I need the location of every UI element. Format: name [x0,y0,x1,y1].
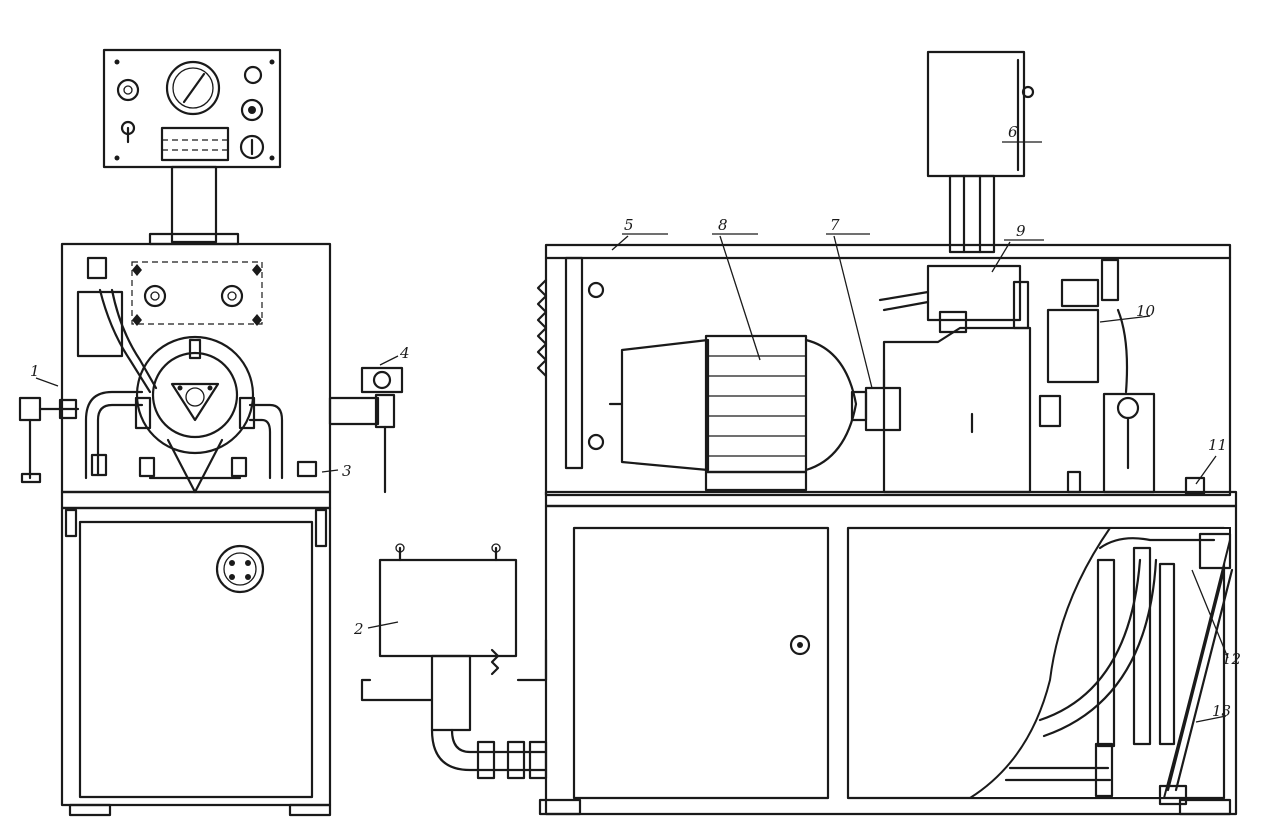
cutaway-section [966,527,1231,799]
electric-box-6 [926,50,1035,254]
callout-6: 6 [1008,123,1018,141]
callout-10: 10 [1136,302,1156,320]
front-view [18,48,404,817]
tank-2 [360,543,548,780]
callout-3: 3 [342,462,352,480]
callout-12: 12 [1222,650,1241,668]
callout-11: 11 [1208,436,1227,454]
pump-housing [135,335,255,455]
control-panel [102,48,282,169]
cabinet-door-left [572,526,830,800]
filter-10 [1046,258,1156,494]
round-socket [215,544,265,594]
callout-2: 2 [353,620,364,638]
callout-8: 8 [718,216,728,234]
panel-column [170,165,218,244]
side-view [536,50,1238,816]
side-lower-cabinet [544,504,1238,816]
side-upper-frame [544,243,1232,497]
callouts: 1 2 3 4 5 6 7 8 9 10 11 12 13 [30,123,1241,723]
callout-5: 5 [624,216,634,234]
callout-13: 13 [1212,702,1231,720]
electric-motor-8 [608,334,858,492]
callout-9: 9 [1016,222,1026,240]
pump-unit [878,264,1062,494]
callout-4: 4 [399,344,410,362]
callout-7: 7 [830,216,840,234]
callout-1: 1 [30,362,40,380]
front-lower-cabinet [60,506,332,807]
